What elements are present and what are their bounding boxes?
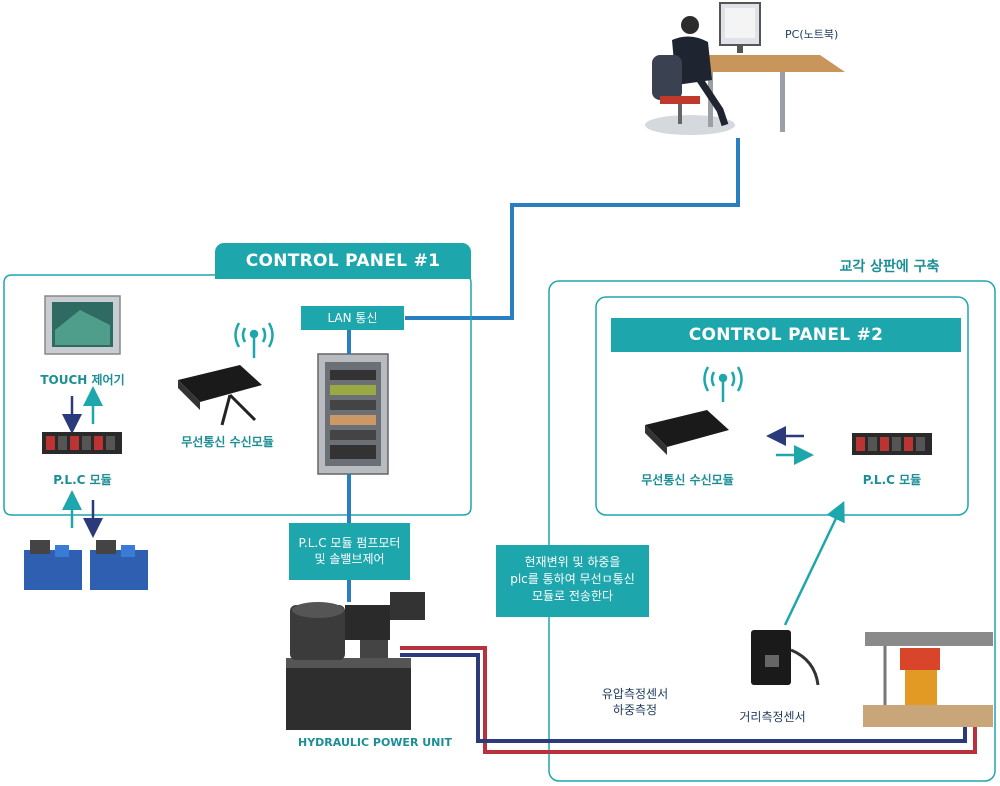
plc-module-panel1-illustration: [42, 432, 122, 454]
wireless-module-panel2-illustration: [645, 410, 729, 455]
wireless-module-panel1-illustration: [178, 365, 262, 426]
pc-workstation-illustration: [645, 2, 845, 135]
hydraulic-power-unit-illustration: [286, 592, 425, 730]
small-pump-units-illustration: [24, 540, 148, 590]
pressure-sensor-label: 유압측정센서 하중측정: [601, 687, 669, 717]
hydraulic-jack-illustration: [863, 632, 993, 727]
antenna-icon-panel2: [703, 366, 743, 402]
antenna-icon-panel1: [234, 322, 274, 358]
lan-cable: [405, 138, 740, 320]
touch-label: TOUCH 제어기: [40, 373, 125, 387]
wireless-label-panel1: 무선통신 수신모듈: [181, 435, 274, 449]
hpu-label: HYDRAULIC POWER UNIT: [298, 736, 452, 749]
right-area-frame: [548, 280, 996, 782]
plc-label-panel2: P.L.C 모듈: [862, 473, 922, 487]
panel1-title: CONTROL PANEL #1: [215, 243, 471, 279]
touch-panel-illustration: [44, 295, 121, 355]
hose-red: [400, 646, 977, 754]
plc-module-panel2-illustration: [852, 433, 932, 455]
distance-sensor-illustration: [751, 630, 820, 686]
hose-navy: [400, 653, 967, 743]
pc-label: PC(노트북): [785, 28, 839, 41]
control-cabinet-illustration: [317, 353, 389, 475]
panel2-title: CONTROL PANEL #2: [611, 318, 961, 352]
arrow-sensor-to-plc2: [783, 500, 845, 626]
plc-label-panel1: P.L.C 모듈: [53, 473, 112, 487]
lan-label: LAN 통신: [301, 306, 404, 330]
right-area-title: 교각 상판에 구축: [839, 259, 940, 275]
pump-control-label: P.L.C 모듈 펌프모터 및 솔밸브제어: [289, 523, 410, 580]
panel2-frame: [595, 296, 969, 516]
transmit-note: 현재변위 및 하중을 plc를 통하여 무선ㅁ통신 모듈로 전송한다: [496, 545, 649, 617]
panel1-frame: [3, 274, 472, 516]
distance-sensor-label: 거리측정센서: [739, 710, 806, 724]
wireless-label-panel2: 무선통신 수신모듈: [641, 473, 734, 487]
